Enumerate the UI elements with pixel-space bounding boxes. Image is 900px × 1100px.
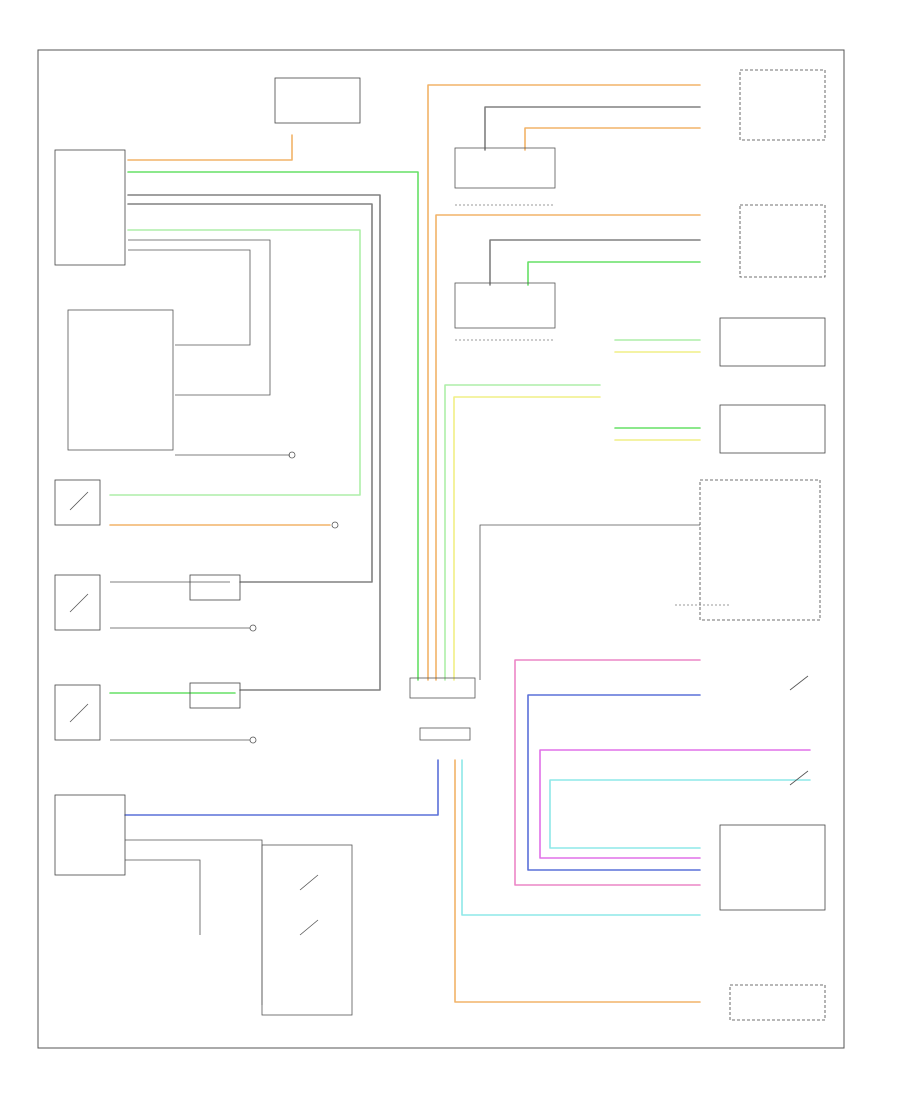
wire-lightgreen-bcm (109, 229, 361, 496)
switch-contact-6 (299, 874, 319, 891)
wire-cyan-down (461, 759, 701, 916)
wire-grey-bcm-2 (127, 203, 373, 583)
diagram-frame (37, 49, 845, 1049)
wire-bcm-dark-2 (128, 249, 251, 346)
wire-green-right-2 (527, 261, 701, 286)
module-right-2 (739, 204, 826, 278)
relay-right-2 (454, 282, 556, 329)
wire-blue-loop (527, 694, 701, 871)
inner-switch-box (67, 309, 174, 451)
module-right-7 (729, 984, 826, 1021)
wire-orange-right-2 (435, 214, 701, 681)
wire-bottom-left-a (125, 839, 263, 1005)
fuse-block-box (274, 77, 361, 124)
switch-left-1 (54, 479, 101, 526)
switch-contact-1 (69, 491, 89, 511)
central-connector (409, 677, 476, 699)
wire-orange-battery (127, 134, 293, 161)
module-bottom-left (54, 794, 126, 876)
module-right-3 (719, 317, 826, 367)
wire-grey-right-1 (484, 106, 701, 151)
wire-orange-main-bundle (427, 84, 701, 1003)
module-right-4 (719, 404, 826, 454)
switch-contact-3 (69, 703, 89, 723)
module-right-6 (719, 824, 826, 911)
relay-bottom (261, 844, 353, 1016)
wire-bottom-left-b (125, 859, 201, 935)
switch-left-2 (54, 574, 101, 631)
wire-green-bcm-serial (127, 171, 419, 681)
module-right-1 (739, 69, 826, 141)
switch-left-3 (54, 684, 101, 741)
ground-symbol-3 (249, 624, 257, 632)
ground-symbol-1 (288, 451, 296, 459)
central-connector-lower (419, 727, 471, 741)
relay-right-1 (454, 147, 556, 189)
wire-yellow-mid (453, 396, 601, 681)
wire-cyan-loop (549, 779, 811, 849)
switch-contact-5 (789, 770, 809, 786)
wire-grey-seatbelt (479, 524, 700, 680)
module-right-5 (699, 479, 821, 621)
ground-symbol-2 (331, 521, 339, 529)
switch-contact-2 (69, 593, 89, 613)
relay-left-1 (189, 574, 241, 601)
wire-orange-right-1 (524, 127, 701, 151)
switch-contact-4 (789, 675, 809, 691)
wire-magenta-loop (539, 749, 811, 859)
ground-symbol-4 (249, 736, 257, 744)
wire-grey-right-2 (489, 239, 701, 286)
wire-bcm-dark-1 (128, 239, 271, 396)
wire-pink-loop (514, 659, 701, 886)
body-control-module-box (54, 149, 126, 266)
switch-contact-7 (299, 919, 319, 936)
relay-left-2 (189, 682, 241, 709)
wire-blue-left (124, 759, 439, 816)
wire-grey-bcm-1 (127, 194, 381, 691)
wire-lightgreen-mid (444, 384, 601, 681)
